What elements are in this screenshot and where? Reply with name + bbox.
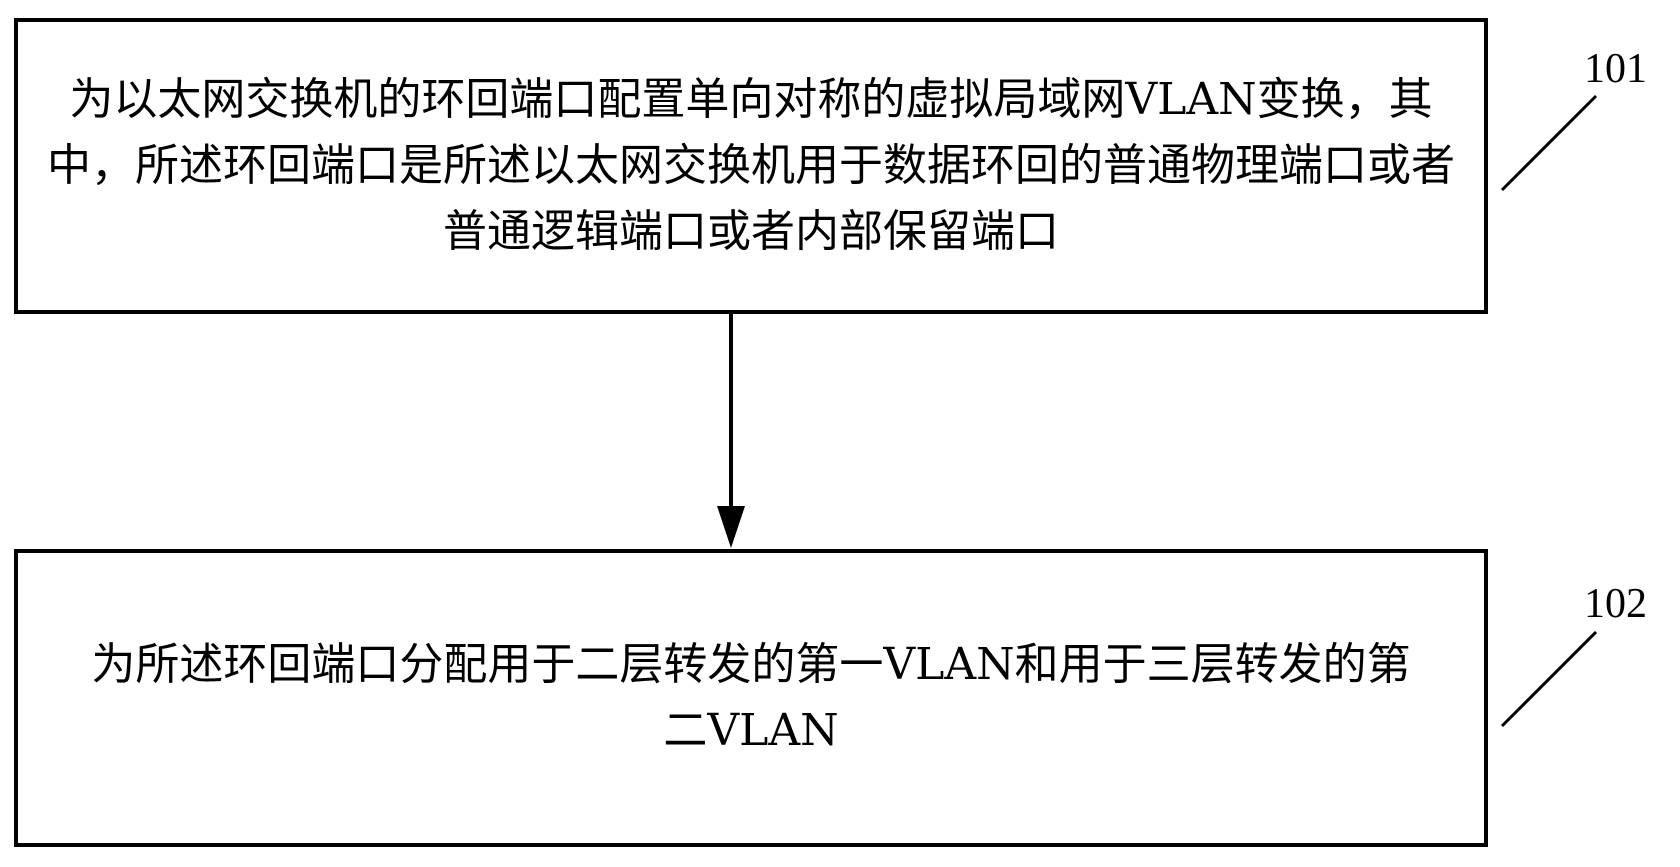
step-101-leader-line [1502,96,1596,190]
step-102-leader-line [1502,632,1596,726]
flow-arrow-head [717,506,745,548]
